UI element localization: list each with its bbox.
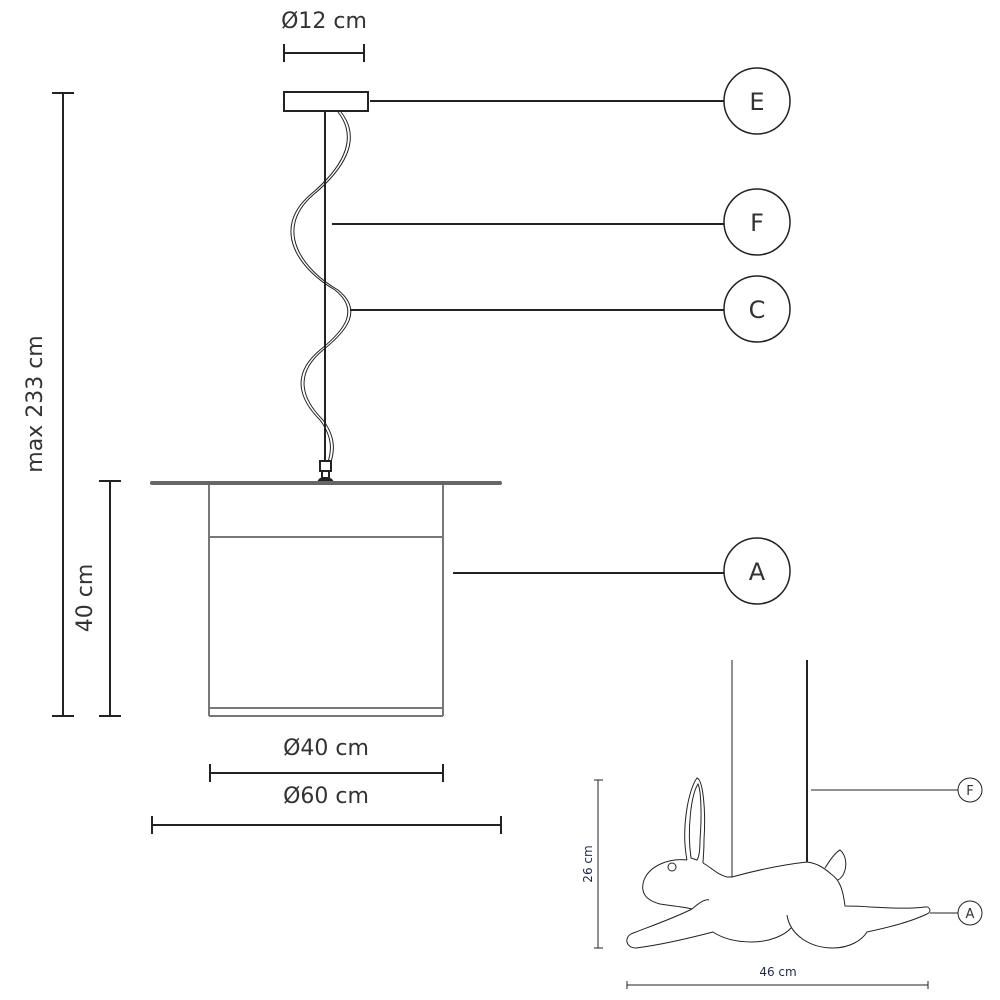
rabbit-lamp-drawing — [626, 660, 931, 949]
shade-height-label: 40 cm — [73, 564, 98, 633]
rabbit-callout-a: A — [930, 900, 983, 926]
shade-diameter-dimension: Ø40 cm — [209, 736, 444, 782]
canopy-diameter-label: Ø12 cm — [281, 9, 367, 34]
rabbit-width-dimension: 46 cm — [626, 965, 929, 989]
canopy-diameter-dimension: Ø12 cm — [281, 9, 367, 62]
svg-text:F: F — [750, 209, 764, 237]
svg-text:A: A — [749, 558, 766, 586]
shade-diameter-label: Ø40 cm — [283, 736, 369, 761]
shade-height-dimension: 40 cm — [73, 480, 121, 717]
disc-diameter-dimension: Ø60 cm — [151, 784, 502, 834]
rabbit-tail — [824, 849, 847, 881]
max-height-dimension: max 233 cm — [23, 92, 74, 717]
rabbit-height-label: 26 cm — [581, 845, 595, 882]
rabbit-width-label: 46 cm — [759, 965, 796, 979]
svg-text:E: E — [749, 88, 764, 116]
rabbit-body — [626, 859, 931, 949]
callout-c: C — [350, 275, 791, 343]
rabbit-height-dimension: 26 cm — [581, 779, 603, 949]
power-cable — [290, 111, 349, 463]
svg-text:C: C — [749, 296, 766, 324]
callout-e: E — [370, 67, 791, 135]
svg-text:A: A — [966, 907, 975, 922]
ceiling-canopy — [283, 91, 369, 112]
max-height-label: max 233 cm — [23, 335, 48, 472]
rabbit-ear — [684, 777, 706, 864]
shade-connector — [317, 460, 334, 483]
callout-a: A — [453, 537, 791, 605]
lamp-shade — [208, 485, 444, 717]
callout-f: F — [332, 188, 791, 256]
svg-text:F: F — [966, 784, 973, 799]
disc-diameter-label: Ø60 cm — [283, 784, 369, 809]
rabbit-callout-f: F — [811, 777, 983, 803]
rabbit-eye — [667, 862, 677, 872]
